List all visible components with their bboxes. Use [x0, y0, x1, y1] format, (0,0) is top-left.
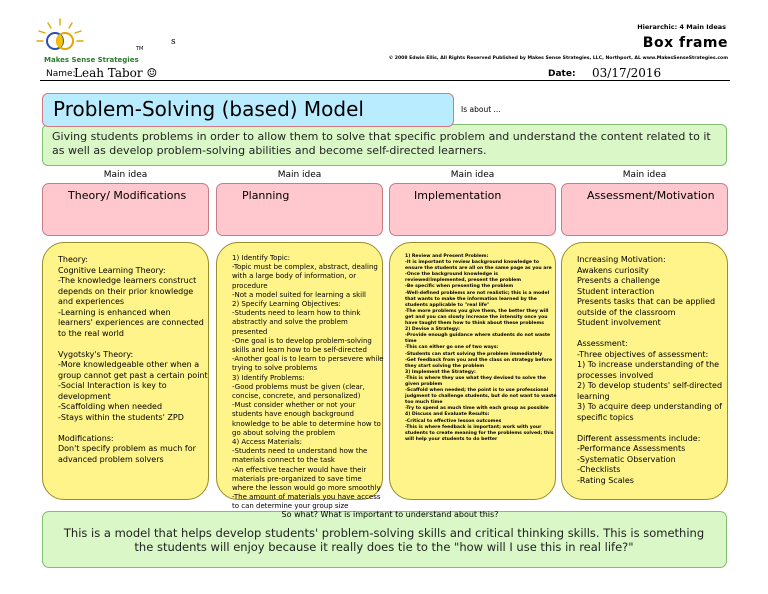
brand-name: Makes Sense Strategies: [44, 56, 139, 64]
name-field[interactable]: Leah Tabor ☺: [74, 66, 158, 80]
details-box-theory: [42, 242, 209, 500]
so-what-box: [42, 511, 727, 568]
main-idea-label: Main idea: [277, 170, 322, 180]
so-what-text[interactable]: This is a model that helps develop stude…: [63, 526, 705, 554]
frame-title: Box frame: [642, 35, 728, 51]
main-idea-title-theory[interactable]: Theory/ Modifications: [68, 189, 187, 202]
trademark-mark: TM: [136, 46, 144, 52]
main-idea-box-assessment: [561, 183, 728, 236]
topic-box: [42, 93, 454, 127]
so-what-label: So what? What is important to understand…: [281, 510, 499, 519]
main-idea-title-assessment[interactable]: Assessment/Motivation: [587, 189, 715, 202]
details-text-implementation[interactable]: 1) Review and Present Problem: -It is im…: [405, 254, 557, 442]
is-about-label: Is about ...: [461, 105, 501, 114]
main-idea-box-planning: [216, 183, 383, 236]
main-idea-title-implementation[interactable]: Implementation: [414, 189, 502, 202]
main-idea-box-theory: [42, 183, 209, 236]
name-underline: [40, 80, 730, 81]
main-idea-box-implementation: [389, 183, 556, 236]
details-box-implementation: [389, 242, 556, 500]
date-label: Date:: [548, 69, 576, 79]
details-text-theory[interactable]: Theory: Cognitive Learning Theory: -The …: [58, 255, 208, 464]
date-field[interactable]: 03/17/2016: [592, 66, 662, 80]
hierarchic-label: Hierarchic: 4 Main Ideas: [637, 23, 726, 31]
main-idea-label: Main idea: [103, 170, 148, 180]
details-text-planning[interactable]: 1) Identify Topic: -Topic must be comple…: [232, 254, 384, 511]
main-idea-label: Main idea: [622, 170, 667, 180]
is-about-text[interactable]: Giving students problems in order to all…: [52, 130, 711, 157]
main-idea-label: Main idea: [450, 170, 495, 180]
name-label: Name:: [46, 69, 76, 79]
lightbulb-logo-icon: [36, 18, 84, 50]
main-idea-title-planning[interactable]: Planning: [242, 189, 290, 202]
copyright-line: © 2008 Edwin Ellis, All Rights Reserved …: [388, 56, 728, 61]
topic-title[interactable]: Problem-Solving (based) Model: [53, 97, 364, 121]
details-text-assessment[interactable]: Increasing Motivation: Awakens curiosity…: [577, 255, 723, 485]
details-box-assessment: [561, 242, 728, 500]
details-box-planning: [216, 242, 383, 500]
stray-mark: s: [171, 37, 176, 47]
